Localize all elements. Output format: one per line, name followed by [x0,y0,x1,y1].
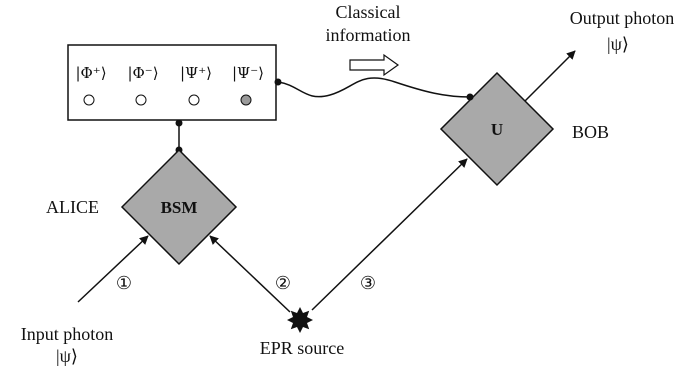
step-1-marker: ① [116,273,132,293]
epr-to-bob-arrow [311,158,468,311]
bsm-label: BSM [161,198,198,217]
input-photon-state: |ψ⟩ [56,346,78,366]
panel-frame [67,44,277,121]
state-label-phi-plus: |Φ⁺⟩ [75,64,106,82]
state-indicator-psi-minus [240,94,252,106]
epr-to-bsm-arrow [209,235,291,313]
output-photon-state: |ψ⟩ [607,34,629,54]
step-3-marker: ③ [360,273,376,293]
bob-label: BOB [572,122,609,142]
input-photon-label: Input photon [21,324,114,344]
state-indicator-phi-minus [135,94,147,106]
input-photon-arrow [77,235,149,303]
state-label-phi-minus: |Φ⁻⟩ [127,64,158,82]
bell-state-panel: |Φ⁺⟩ |Φ⁻⟩ |Ψ⁺⟩ |Ψ⁻⟩ [67,44,277,121]
unitary-input-port [466,93,474,101]
classical-info-label-line1: Classical [336,2,401,22]
bsm-node [120,148,238,266]
alice-label: ALICE [46,197,99,217]
epr-source-label: EPR source [260,338,345,358]
state-label-psi-minus: |Ψ⁻⟩ [232,64,264,82]
step-2-marker: ② [275,273,291,293]
panel-output-port [274,78,282,86]
output-photon-arrow [524,50,576,102]
hollow-arrow-icon [349,53,400,77]
output-photon-label: Output photon [570,8,675,28]
unitary-label: U [491,120,503,139]
state-indicator-psi-plus [188,94,200,106]
sunburst-icon [287,307,313,333]
state-label-psi-plus: |Ψ⁺⟩ [180,64,212,82]
classical-channel-line [277,77,471,98]
state-indicator-phi-plus [83,94,95,106]
panel-bottom-port [175,119,183,127]
classical-info-label-line2: information [326,25,411,45]
